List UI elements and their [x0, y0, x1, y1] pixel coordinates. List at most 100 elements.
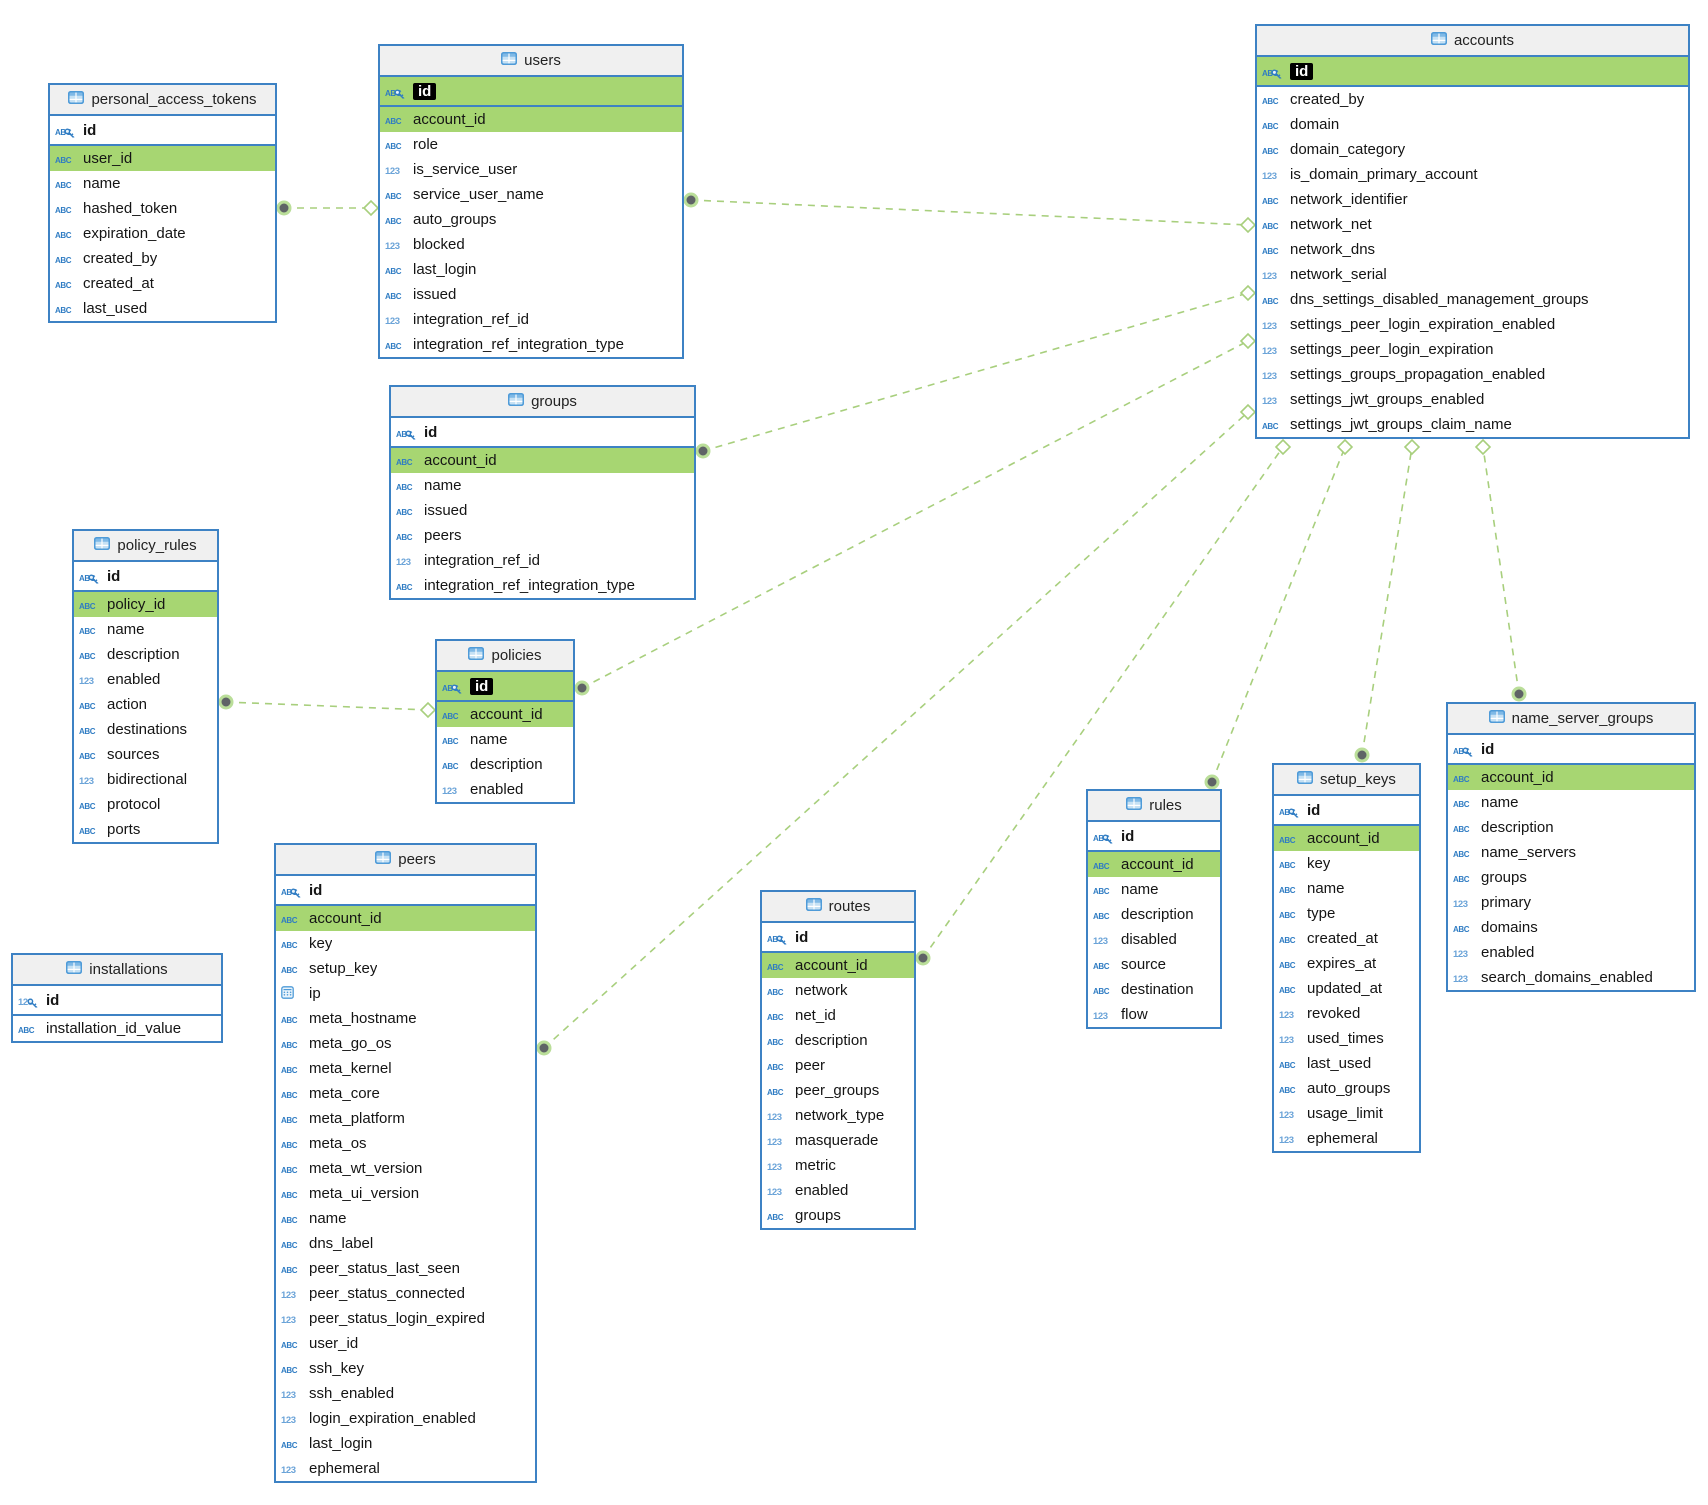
- table-header-routes[interactable]: routes: [762, 892, 914, 923]
- table-header-policy_rules[interactable]: policy_rules: [74, 531, 217, 562]
- table-header-name_server_groups[interactable]: name_server_groups: [1448, 704, 1694, 735]
- column-peers-ip[interactable]: ip: [276, 981, 535, 1006]
- table-header-rules[interactable]: rules: [1088, 791, 1220, 822]
- table-header-accounts[interactable]: accounts: [1257, 26, 1688, 57]
- table-header-groups[interactable]: groups: [391, 387, 694, 418]
- table-header-policies[interactable]: policies: [437, 641, 573, 672]
- table-header-personal_access_tokens[interactable]: personal_access_tokens: [50, 85, 275, 116]
